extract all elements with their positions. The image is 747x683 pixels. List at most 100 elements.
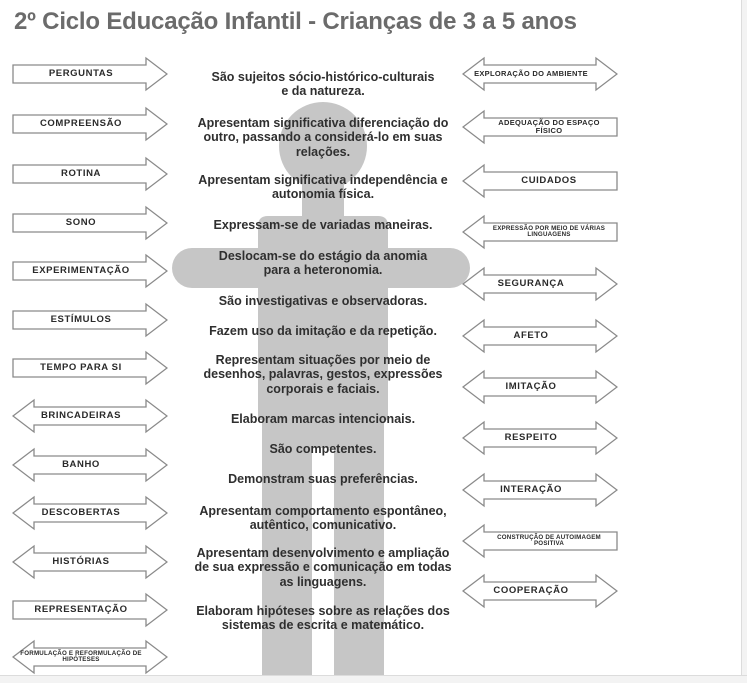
right-arrow-shape: [462, 163, 618, 199]
arrow-outline: [462, 420, 618, 456]
arrow-label: ADEQUAÇÃO DO ESPAÇO FÍSICO: [498, 118, 600, 135]
arrow-label: HISTÓRIAS: [52, 556, 110, 568]
right-arrow-1: EXPLORAÇÃO DO AMBIENTE: [462, 55, 618, 93]
right-arrow-6: AFETO: [462, 317, 618, 355]
right-arrow-shape: [462, 573, 618, 609]
left-arrow-shape: [12, 495, 168, 531]
characteristic-statement: Apresentam significativa diferenciação d…: [197, 116, 449, 159]
arrow-outline: [12, 592, 168, 628]
characteristic-statement: Elaboram marcas intencionais.: [230, 412, 416, 426]
right-arrow-shape: [462, 56, 618, 92]
arrow-label: CONSTRUÇÃO DE AUTOIMAGEM POSITIVA: [497, 533, 601, 547]
left-arrow-shape: [12, 639, 168, 675]
arrow-outline: [12, 253, 168, 289]
left-arrow-shape: [12, 544, 168, 580]
right-arrow-shape: [462, 214, 618, 250]
left-arrow-shape: [12, 350, 168, 386]
figure-neck: [302, 178, 344, 218]
right-arrow-2: ADEQUAÇÃO DO ESPAÇO FÍSICO: [462, 108, 618, 146]
left-arrow-1: PERGUNTAS: [12, 55, 168, 93]
arrow-label: REPRESENTAÇÃO: [34, 604, 128, 616]
left-arrow-6: ESTÍMULOS: [12, 301, 168, 339]
right-arrow-shape: [462, 369, 618, 405]
arrow-label: ESTÍMULOS: [50, 314, 112, 326]
arrow-label: COOPERAÇÃO: [493, 585, 569, 597]
right-arrow-shape: [462, 318, 618, 354]
arrow-outline: [462, 318, 618, 354]
left-arrow-11: HISTÓRIAS: [12, 543, 168, 581]
arrow-outline: [12, 544, 168, 580]
right-arrow-7: IMITAÇÃO: [462, 368, 618, 406]
arrow-outline: [12, 56, 168, 92]
figure-head: [279, 102, 367, 190]
arrow-label: TEMPO PARA SI: [40, 362, 122, 374]
characteristic-statement: Fazem uso da imitação e da repetição.: [209, 324, 437, 338]
arrow-label: AFETO: [513, 330, 549, 342]
scrollbar-track[interactable]: [741, 0, 747, 682]
left-arrow-2: COMPREENSÃO: [12, 105, 168, 143]
right-arrow-shape: [462, 420, 618, 456]
left-arrow-3: ROTINA: [12, 155, 168, 193]
left-arrow-shape: [12, 302, 168, 338]
arrow-label: EXPRESSÃO POR MEIO DE VÁRIAS LINGUAGENS: [492, 224, 606, 238]
left-arrow-12: REPRESENTAÇÃO: [12, 591, 168, 629]
arrow-outline: [462, 109, 618, 145]
right-arrow-shape: [462, 523, 618, 559]
arrow-label: DESCOBERTAS: [41, 507, 121, 519]
arrow-outline: [462, 163, 618, 199]
characteristic-statement: Expressam-se de variadas maneiras.: [213, 218, 433, 232]
arrow-label: BRINCADEIRAS: [40, 410, 122, 422]
right-arrow-9: INTERAÇÃO: [462, 471, 618, 509]
left-arrow-shape: [12, 156, 168, 192]
arrow-outline: [12, 639, 168, 675]
arrow-outline: [12, 156, 168, 192]
left-arrow-5: EXPERIMENTAÇÃO: [12, 252, 168, 290]
arrow-outline: [462, 573, 618, 609]
arrow-label: EXPERIMENTAÇÃO: [32, 265, 130, 277]
arrow-outline: [12, 447, 168, 483]
bottom-border: [0, 675, 747, 683]
page-title: 2º Ciclo Educação Infantil - Crianças de…: [14, 8, 577, 35]
arrow-label: PERGUNTAS: [48, 68, 114, 80]
left-arrow-shape: [12, 447, 168, 483]
characteristic-statement: Elaboram hipóteses sobre as relações dos…: [196, 604, 450, 633]
characteristic-statement: São competentes.: [269, 442, 377, 456]
characteristic-statement: São investigativas e observadoras.: [218, 294, 428, 308]
right-arrow-8: RESPEITO: [462, 419, 618, 457]
left-arrow-8: BRINCADEIRAS: [12, 397, 168, 435]
arrow-outline: [12, 302, 168, 338]
arrow-label: IMITAÇÃO: [505, 381, 557, 393]
arrow-label: INTERAÇÃO: [500, 484, 562, 496]
left-arrow-shape: [12, 398, 168, 434]
arrow-label: ROTINA: [60, 168, 101, 180]
arrow-outline: [462, 523, 618, 559]
arrow-label: RESPEITO: [504, 432, 558, 444]
left-arrow-9: BANHO: [12, 446, 168, 484]
arrow-outline: [12, 205, 168, 241]
left-arrow-shape: [12, 592, 168, 628]
arrow-outline: [462, 214, 618, 250]
right-arrow-5: SEGURANÇA: [462, 265, 618, 303]
arrow-outline: [462, 56, 618, 92]
arrow-outline: [12, 495, 168, 531]
left-arrow-7: TEMPO PARA SI: [12, 349, 168, 387]
arrow-outline: [12, 106, 168, 142]
arrow-label: COMPREENSÃO: [39, 118, 123, 130]
left-arrow-10: DESCOBERTAS: [12, 494, 168, 532]
characteristic-statement: Apresentam significativa independência e…: [198, 173, 448, 202]
left-arrow-4: SONO: [12, 204, 168, 242]
child-figure: [172, 102, 470, 675]
arrow-outline: [462, 472, 618, 508]
arrow-label: EXPLORAÇÃO DO AMBIENTE: [474, 69, 588, 79]
arrow-outline: [12, 398, 168, 434]
right-arrow-4: EXPRESSÃO POR MEIO DE VÁRIAS LINGUAGENS: [462, 213, 618, 251]
arrow-label: SEGURANÇA: [497, 278, 565, 290]
right-arrow-10: CONSTRUÇÃO DE AUTOIMAGEM POSITIVA: [462, 522, 618, 560]
left-arrow-shape: [12, 205, 168, 241]
left-arrow-shape: [12, 106, 168, 142]
